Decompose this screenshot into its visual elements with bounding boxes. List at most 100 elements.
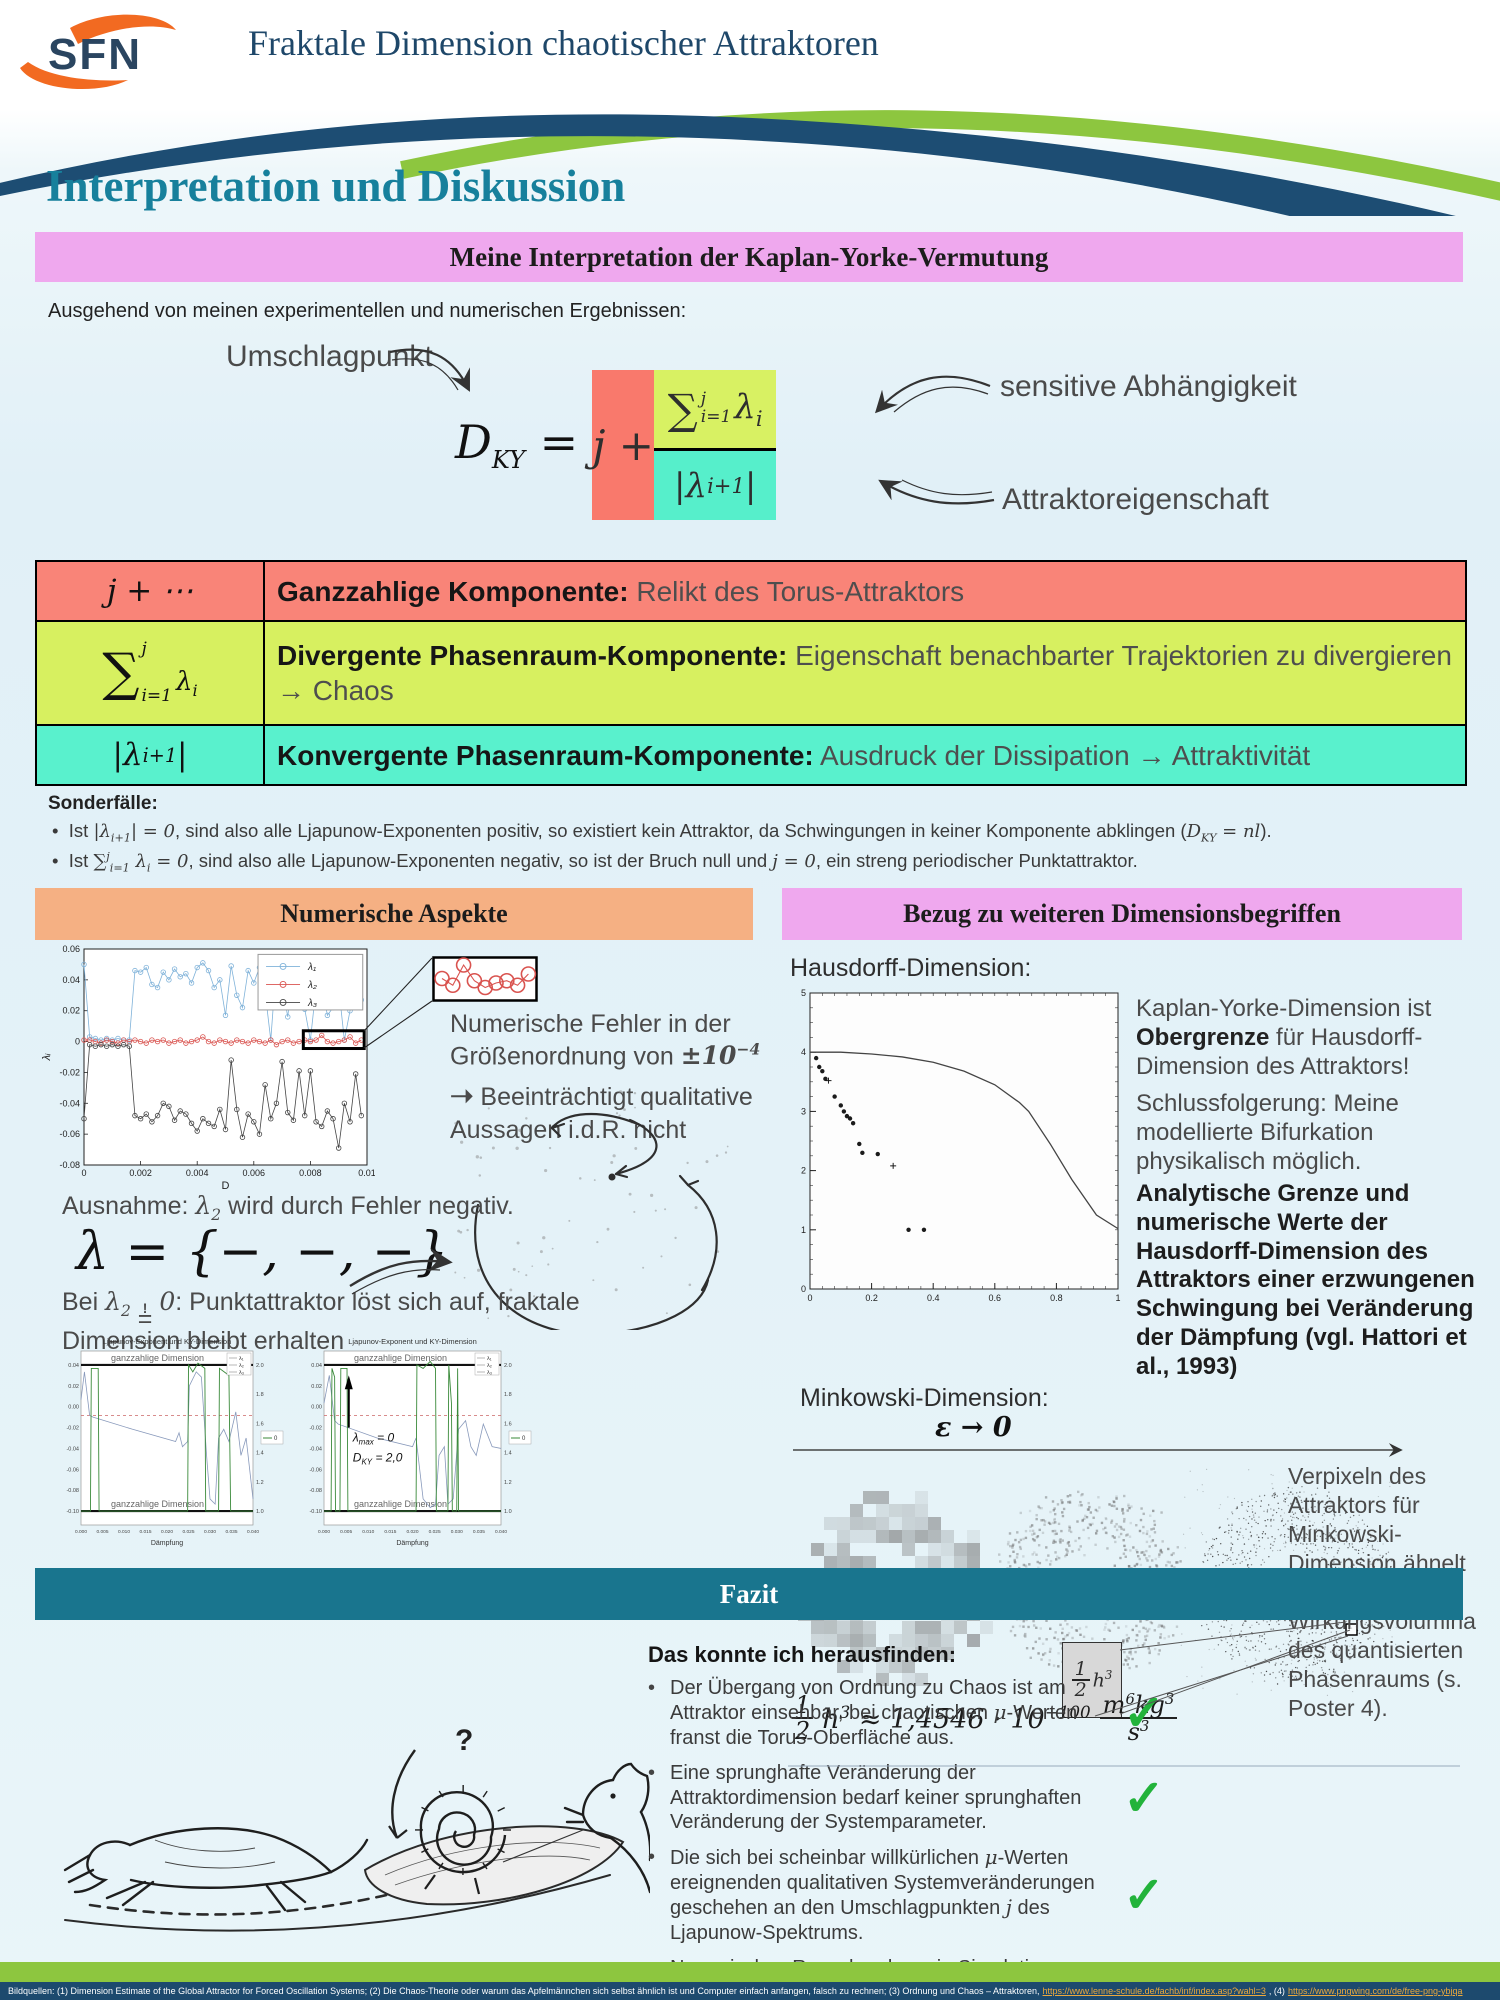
svg-text:0.035: 0.035 — [225, 1529, 237, 1535]
label-sensitive: sensitive Abhängigkeit — [1000, 370, 1297, 403]
formula-lhs: DKY = — [455, 415, 579, 475]
svg-text:0.04: 0.04 — [311, 1363, 322, 1369]
svg-text:1.6: 1.6 — [256, 1421, 264, 1427]
svg-text:0.04: 0.04 — [68, 1363, 79, 1369]
header-wave — [0, 110, 1500, 216]
dog-chase-sketch: ? — [63, 1724, 650, 1932]
row-text: Divergente Phasenraum-Komponente: Eigens… — [277, 640, 1452, 706]
fazit-item: • Der Übergang von Ordnung zu Chaos ist … — [648, 1676, 1208, 1750]
svg-text:1: 1 — [1115, 1293, 1120, 1303]
svg-text:0.002: 0.002 — [129, 1168, 152, 1178]
sfn-logo: SFN — [20, 14, 176, 90]
minkowski-label: Minkowski-Dimension: — [800, 1384, 1049, 1412]
poster-title: Fraktale Dimension chaotischer Attraktor… — [248, 23, 879, 63]
svg-text:1.8: 1.8 — [256, 1392, 264, 1398]
svg-text:0.06: 0.06 — [62, 944, 80, 954]
numerik-banner: Numerische Aspekte — [35, 888, 753, 940]
table-row: j + ⋯ Ganzzahlige Komponente: Relikt des… — [37, 562, 1465, 622]
fazit-item-text: Eine sprunghafte Veränderung der Attrakt… — [670, 1762, 1082, 1833]
error-note: Numerische Fehler in der Größenordnung v… — [450, 1010, 761, 1071]
svg-text:0.040: 0.040 — [247, 1529, 259, 1535]
svg-text:Dämpfung: Dämpfung — [396, 1540, 428, 1547]
point-attractor-sketch — [454, 1090, 729, 1330]
svg-text:0.040: 0.040 — [495, 1529, 507, 1535]
svg-text:?: ? — [455, 1724, 473, 1757]
svg-text:-0.06: -0.06 — [309, 1467, 322, 1473]
svg-text:0.00: 0.00 — [68, 1405, 79, 1411]
fazit-item: • Eine sprunghafte Veränderung der Attra… — [648, 1761, 1208, 1834]
bezug-banner: Bezug zu weiteren Dimensionsbegriffen — [782, 888, 1462, 940]
svg-text:1.8: 1.8 — [504, 1392, 512, 1398]
svg-text:0.015: 0.015 — [139, 1529, 151, 1535]
row-text: Ganzzahlige Komponente: Relikt des Torus… — [277, 575, 965, 607]
sonderfaelle-title: Sonderfälle: — [48, 793, 158, 814]
svg-text:λ₁: λ₁ — [487, 1356, 492, 1362]
ky-panel-a: Ljapunov-Exponent und KY-Dimensionganzza… — [66, 1337, 284, 1547]
footer-link-2[interactable]: https://www.pngwing.com/de/free-png-ybjq… — [1287, 1986, 1463, 1996]
formula-j-term: j + — [592, 370, 655, 520]
footer-sources: Bildquellen: (1) Dimension Estimate of t… — [0, 1982, 1500, 2000]
svg-text:-0.08: -0.08 — [66, 1488, 79, 1494]
svg-text:0.010: 0.010 — [118, 1529, 130, 1535]
label-attraktor: Attraktoreigenschaft — [1002, 483, 1269, 516]
svg-text:Dämpfung: Dämpfung — [151, 1540, 183, 1547]
svg-text:0.000: 0.000 — [75, 1529, 87, 1535]
svg-text:0.030: 0.030 — [451, 1529, 463, 1535]
bullet-icon: • — [648, 1762, 656, 1785]
wave-green — [400, 110, 1500, 201]
svg-text:0.025: 0.025 — [429, 1529, 441, 1535]
sensitive-arrow — [874, 375, 991, 414]
svg-text:0.01: 0.01 — [358, 1168, 375, 1178]
svg-text:ganzzahlige Dimension: ganzzahlige Dimension — [354, 1353, 447, 1363]
svg-text:1.6: 1.6 — [504, 1421, 512, 1427]
svg-text:1.0: 1.0 — [256, 1509, 264, 1515]
logo-text: SFN — [48, 30, 142, 79]
ausnahme-note: Ausnahme: λ2 wird durch Fehler negativ. — [62, 1191, 514, 1224]
page-title: Interpretation und Diskussion — [46, 161, 626, 211]
svg-text:0.00: 0.00 — [311, 1405, 322, 1411]
svg-text:2.0: 2.0 — [504, 1363, 512, 1369]
svg-text:0.025: 0.025 — [182, 1529, 194, 1535]
hausdorff-p2: Schlussfolgerung: Meine modellierte Bifu… — [1136, 1090, 1399, 1175]
fazit-item: • Die sich bei scheinbar willkürlichen μ… — [648, 1845, 1208, 1945]
fazit-item-text: Die sich bei scheinbar willkürlichen μ-W… — [670, 1845, 1095, 1944]
svg-text:0.000: 0.000 — [318, 1529, 330, 1535]
svg-text:0: 0 — [801, 1284, 806, 1294]
logo-swoosh-bottom — [20, 62, 128, 90]
svg-text:5: 5 — [801, 988, 806, 998]
svg-text:-0.02: -0.02 — [59, 1067, 80, 1077]
row-text: Konvergente Phasenraum-Komponente: Ausdr… — [277, 739, 1311, 771]
svg-text:0.020: 0.020 — [161, 1529, 173, 1535]
svg-text:-0.10: -0.10 — [66, 1509, 79, 1515]
bullet-icon: • — [648, 1677, 656, 1699]
fazit-list: • Der Übergang von Ordnung zu Chaos ist … — [648, 1676, 1208, 2000]
svg-text:λ₂: λ₂ — [487, 1363, 492, 1369]
svg-text:3: 3 — [801, 1106, 806, 1116]
ky-panel-b: Ljapunov-Exponent und KY-Dimensionganzza… — [309, 1337, 532, 1547]
footer-link-1[interactable]: https://www.lenne-schule.de/fachb/inf/in… — [1042, 1986, 1266, 1996]
svg-text:Ljapunov-Exponent und KY-Dimen: Ljapunov-Exponent und KY-Dimension — [103, 1337, 232, 1346]
svg-text:2: 2 — [801, 1166, 806, 1176]
svg-text:λ₃: λ₃ — [487, 1370, 492, 1376]
svg-text:0.020: 0.020 — [406, 1529, 418, 1535]
kaplan-banner: Meine Interpretation der Kaplan-Yorke-Ve… — [35, 232, 1463, 282]
row-math: j + ⋯ — [37, 562, 265, 620]
footer-text: Bildquellen: (1) Dimension Estimate of t… — [8, 1986, 1040, 1996]
svg-text:-0.08: -0.08 — [59, 1160, 80, 1170]
svg-text:1.4: 1.4 — [256, 1451, 264, 1457]
svg-text:0: 0 — [807, 1293, 812, 1303]
svg-text:0.02: 0.02 — [62, 1006, 80, 1016]
kaplan-intro: Ausgehend von meinen experimentellen und… — [48, 300, 687, 322]
svg-text:0.4: 0.4 — [927, 1293, 940, 1303]
svg-text:0.010: 0.010 — [362, 1529, 374, 1535]
component-table: j + ⋯ Ganzzahlige Komponente: Relikt des… — [35, 560, 1467, 786]
